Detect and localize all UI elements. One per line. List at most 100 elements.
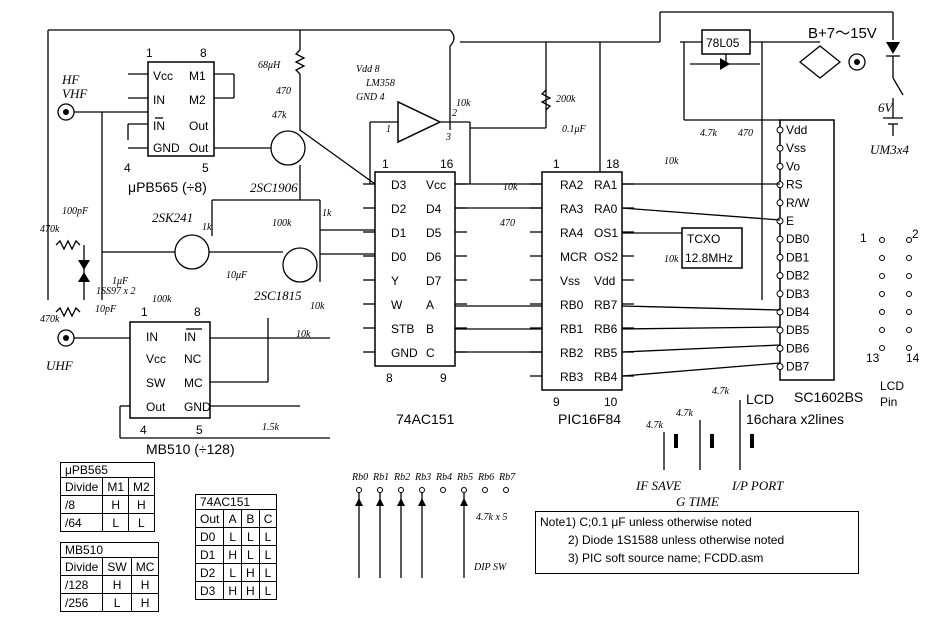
mb510-pin-number: 4 [140, 423, 147, 437]
table-cell: L [258, 563, 278, 582]
r10k-b-label: 10k [503, 182, 518, 193]
table-header-cell: Out [194, 509, 225, 528]
lcd-pin-dot [879, 273, 885, 279]
pic-pin: Vss [560, 274, 580, 288]
pic-pin: RB0 [560, 298, 584, 312]
ac151-pin-number: 9 [440, 371, 447, 385]
ac151-pin: C [426, 346, 435, 360]
r1-5k-label: 1.5k [262, 422, 280, 433]
ac151-chip-box [374, 171, 456, 367]
lcd-pin-dot [879, 345, 885, 351]
opamp-name: LM358 [365, 78, 395, 89]
lcd-pin-terminal [776, 272, 784, 280]
table-cell: L [102, 593, 132, 612]
table-header-cell: Divide [59, 557, 104, 576]
upb565-chip-box [147, 61, 215, 157]
upb565-table-title: μPB565 [60, 462, 155, 477]
ac151-pin: GND [391, 346, 418, 360]
ac151-name: 74AC151 [396, 411, 455, 427]
mb510-pin: GND [184, 400, 211, 414]
if-save-button-icon [674, 434, 678, 448]
lcd-pin-terminal [776, 162, 784, 170]
lcd-pin-dot [906, 309, 912, 315]
upb565-pin: M1 [189, 69, 206, 83]
mb510-pin: NC [184, 352, 202, 366]
opamp-symbol [397, 100, 442, 144]
table-cell: L [223, 527, 243, 546]
regulator-label: 78L05 [706, 36, 740, 50]
q2-fet-symbol [174, 234, 210, 270]
upb565-pin-number: 4 [124, 161, 131, 175]
pic-pin: RA1 [594, 178, 618, 192]
tcxo-oscillator: TCXO 12.8MHz [622, 227, 743, 269]
c10p-label: 10pF [95, 304, 117, 315]
dip-terminal [398, 487, 404, 493]
ac151-pin: Y [391, 274, 399, 288]
pic-pin: RB7 [594, 298, 618, 312]
lcd-pin: Vo [786, 159, 800, 173]
lcd-pin: RS [786, 178, 803, 192]
table-cell: L [258, 581, 278, 600]
mb510-pin: IN [146, 330, 158, 344]
lcd-pin-terminal [776, 344, 784, 352]
ac151-pin: D4 [426, 202, 442, 216]
ac151-pin-number: 8 [386, 371, 393, 385]
ac151-pin: D2 [391, 202, 407, 216]
r10k-e-label: 10k [664, 156, 679, 167]
note-line: 2) Diode 1S1588 unless otherwise noted [568, 533, 785, 547]
r10k-d-label: 10k [296, 329, 311, 340]
table-cell: H [130, 593, 160, 612]
dip-terminal [482, 487, 488, 493]
pic-pin-number: 1 [553, 157, 560, 171]
table-cell: /256 [59, 593, 104, 612]
mb510-pin-number: 1 [141, 305, 148, 319]
upb565-pin: IN [153, 93, 165, 107]
vhf-input-label: VHF [62, 86, 88, 101]
ac151-pin: W [391, 298, 403, 312]
dip-switch-label: Rb0 [351, 472, 368, 483]
dip-terminal [503, 487, 509, 493]
lcd-pin-diagram-label: 1 [860, 231, 867, 245]
pic-pin: OS1 [594, 226, 618, 240]
table-cell: H [241, 563, 260, 582]
dip-terminal [356, 487, 362, 493]
c1u-label: 1μF [112, 276, 129, 287]
dip-switch-label: Rb2 [393, 472, 410, 483]
table-cell: H [223, 545, 243, 564]
lcd-pin-terminal [776, 126, 784, 134]
table-cell: L [258, 545, 278, 564]
pic-pin: RB4 [594, 370, 618, 384]
ac151-pin: D5 [426, 226, 442, 240]
opamp-vdd-label: Vdd 8 [356, 64, 380, 75]
upb565-name: μPB565 (÷8) [128, 179, 207, 195]
table-cell: H [223, 581, 243, 600]
lcd-pin: DB5 [786, 323, 810, 337]
mb510-prescaler: 1 8 4 5 IN Vcc SW Out IN NC MC GND MB510… [119, 301, 330, 457]
tcxo-box [681, 227, 743, 269]
mb510-pin: SW [146, 376, 166, 390]
table-header-cell: MC [130, 557, 160, 576]
ac151-pin: Vcc [426, 178, 446, 192]
mb510-table-title: MB510 [60, 542, 160, 557]
opamp-pin: 2 [452, 108, 457, 119]
pic-pin: RA2 [560, 178, 584, 192]
table-header-cell: A [223, 509, 243, 528]
dip-switch-icon [376, 498, 384, 506]
r470c-label: 470 [738, 128, 753, 139]
pic-pin: RB3 [560, 370, 584, 384]
pic-pin: RB1 [560, 322, 584, 336]
opamp-gnd-label: GND 4 [356, 92, 385, 103]
lcd-pin: E [786, 214, 794, 228]
